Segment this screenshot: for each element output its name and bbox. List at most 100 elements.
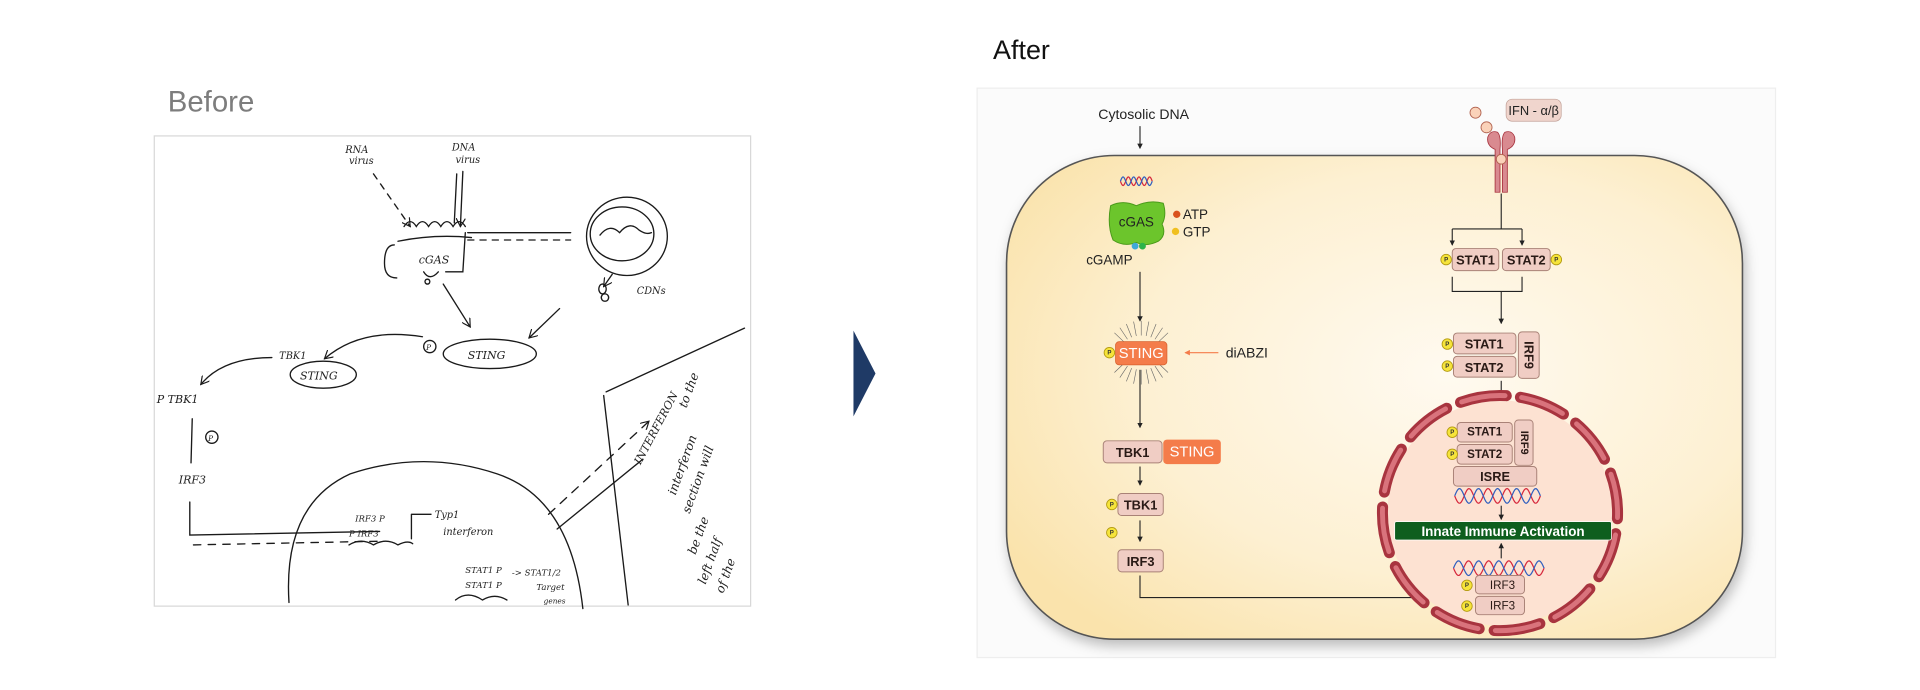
phospho-icon: P [1445,341,1449,348]
ray [1126,367,1132,382]
sketch-cgas: cGAS [419,253,450,266]
cgamp-icon [1139,242,1146,250]
sketch-p: P [425,343,432,352]
irf3: IRF3 [1117,549,1164,573]
tbk1-sting-complex: TBK1 STING [1102,439,1221,465]
irf9-label: IRF9 [1518,431,1530,455]
gtp-label: GTP [1183,224,1211,239]
sketch-interferon: interferon [443,527,493,538]
stat1-label: STAT1 [1456,253,1495,268]
sketch-stat-target: genes [544,597,566,606]
cgas-enzyme: cGAS ATP GTP cGAMP [1086,201,1211,267]
sting-activated: STING P [1103,320,1169,385]
diabzi-label: diABZI [1226,345,1268,361]
innate-immune-label: Innate Immune Activation [1421,524,1584,539]
atp-icon [1173,210,1181,218]
ray [1133,369,1137,384]
ray [1119,365,1128,378]
isgf3-complex: STAT1 STAT2 IRF9 P P [1441,331,1540,379]
ifn-label-box [1505,98,1562,122]
sketch-stat-target: Target [536,583,565,593]
ifn-receptor-icon [1487,131,1516,193]
isre-label: ISRE [1480,469,1510,484]
ray [1145,321,1150,336]
sketch-stat: STAT1 P [465,581,502,591]
irf3-dimer: IRF3 IRF3 P P [1461,575,1525,616]
sketch-dna-virus: virus [456,155,481,166]
p-tbk1: TBK1 P [1106,492,1164,516]
ifn-label: IFN - α/β [1508,103,1559,118]
cytosolic-dna-label: Cytosolic DNA [1098,106,1189,122]
dna-strand [1119,176,1153,187]
ray [1150,367,1157,382]
atp-label: ATP [1183,207,1208,222]
chevron-right-icon [853,330,876,417]
phospho-icon: P [1110,501,1114,508]
ray [1126,323,1132,338]
phospho-icon: P [1465,603,1469,610]
sketch-cdns: CDNs [637,286,666,297]
ray [1114,332,1125,343]
phospho-icon: P [1110,530,1114,537]
dna-helix-icon [1454,487,1541,504]
dna-strand [1454,487,1541,504]
cgas-label: cGAS [1119,215,1154,230]
irf3-label: IRF3 [1490,600,1515,613]
irf9-label: IRF9 [1521,341,1536,369]
sting-label: STING [1119,346,1164,362]
innate-immune-banner [1394,521,1612,541]
sketch-rna-virus: virus [349,156,374,167]
phospho-icon: P [1465,582,1469,589]
sketch-tbk1: TBK1 [279,351,306,362]
irf3-label: IRF3 [1490,579,1515,592]
stat2-label: STAT2 [1507,253,1546,268]
ray [1133,321,1137,336]
sketch-dna-virus: DNA [451,143,475,154]
phospho-icon: P [1107,350,1111,357]
sting-label: STING [1170,444,1215,460]
ray [1145,369,1150,384]
sketch-stat-target: -> STAT1/2 [512,569,561,579]
ray [1150,323,1157,338]
ray [1119,327,1128,340]
cgamp-icon [1131,242,1139,250]
tbk1-label: TBK1 [1116,445,1150,460]
cgamp-label: cGAMP [1086,252,1132,267]
sketch-irf3-p: P IRF3 [348,529,379,539]
sketch-stat: STAT1 P [465,566,502,576]
activation-rays-icon [1114,320,1169,385]
nucleus: STAT1 STAT2 IRF9 P P ISRE Innate Immune … [1376,389,1624,637]
gtp-icon [1171,227,1180,236]
ray [1158,332,1169,343]
phospho-icon: P [1450,451,1454,458]
before-sketch: RNA virus DNA virus cGAS CDNs STING P [153,135,752,610]
phospho-icon: P [1444,256,1448,263]
ifn-ligand-icon [1469,106,1482,119]
after-title: After [993,35,1050,65]
stat1-label: STAT1 [1465,337,1504,352]
isgf3-nuclear: STAT1 STAT2 IRF9 P P [1446,419,1534,466]
stat2-label: STAT2 [1467,448,1502,461]
sketch-irf3-p: IRF3 P [354,515,385,525]
before-section: Before RNA virus DNA virus cGAS CDNs STI… [153,85,752,610]
ifn-ligand-icon [1480,121,1493,134]
stat2-label: STAT2 [1465,360,1504,375]
sketch-p: P [207,434,214,443]
phospho-icon: P [1554,256,1558,263]
after-section: After Cytosolic DNA cGAS ATP GTP cGAMP S… [976,35,1777,659]
sketch-irf3: IRF3 [178,474,206,487]
stat1-stat2-pair: STAT1 STAT2 P P [1440,248,1563,272]
sketch-p-tbk1: P TBK1 [156,393,199,406]
before-title: Before [168,85,255,118]
ray [1154,365,1163,378]
irf3-label: IRF3 [1127,554,1155,569]
phospho-icon: P [1445,363,1449,370]
dna-strand [1452,560,1545,577]
dna-helix-icon [1119,176,1153,187]
phospho-icon: P [1450,429,1454,436]
stat1-label: STAT1 [1467,426,1503,439]
dna-strand [1454,487,1541,504]
sketch-rna-virus: RNA [344,145,368,156]
sketch-sting: STING [468,349,506,362]
